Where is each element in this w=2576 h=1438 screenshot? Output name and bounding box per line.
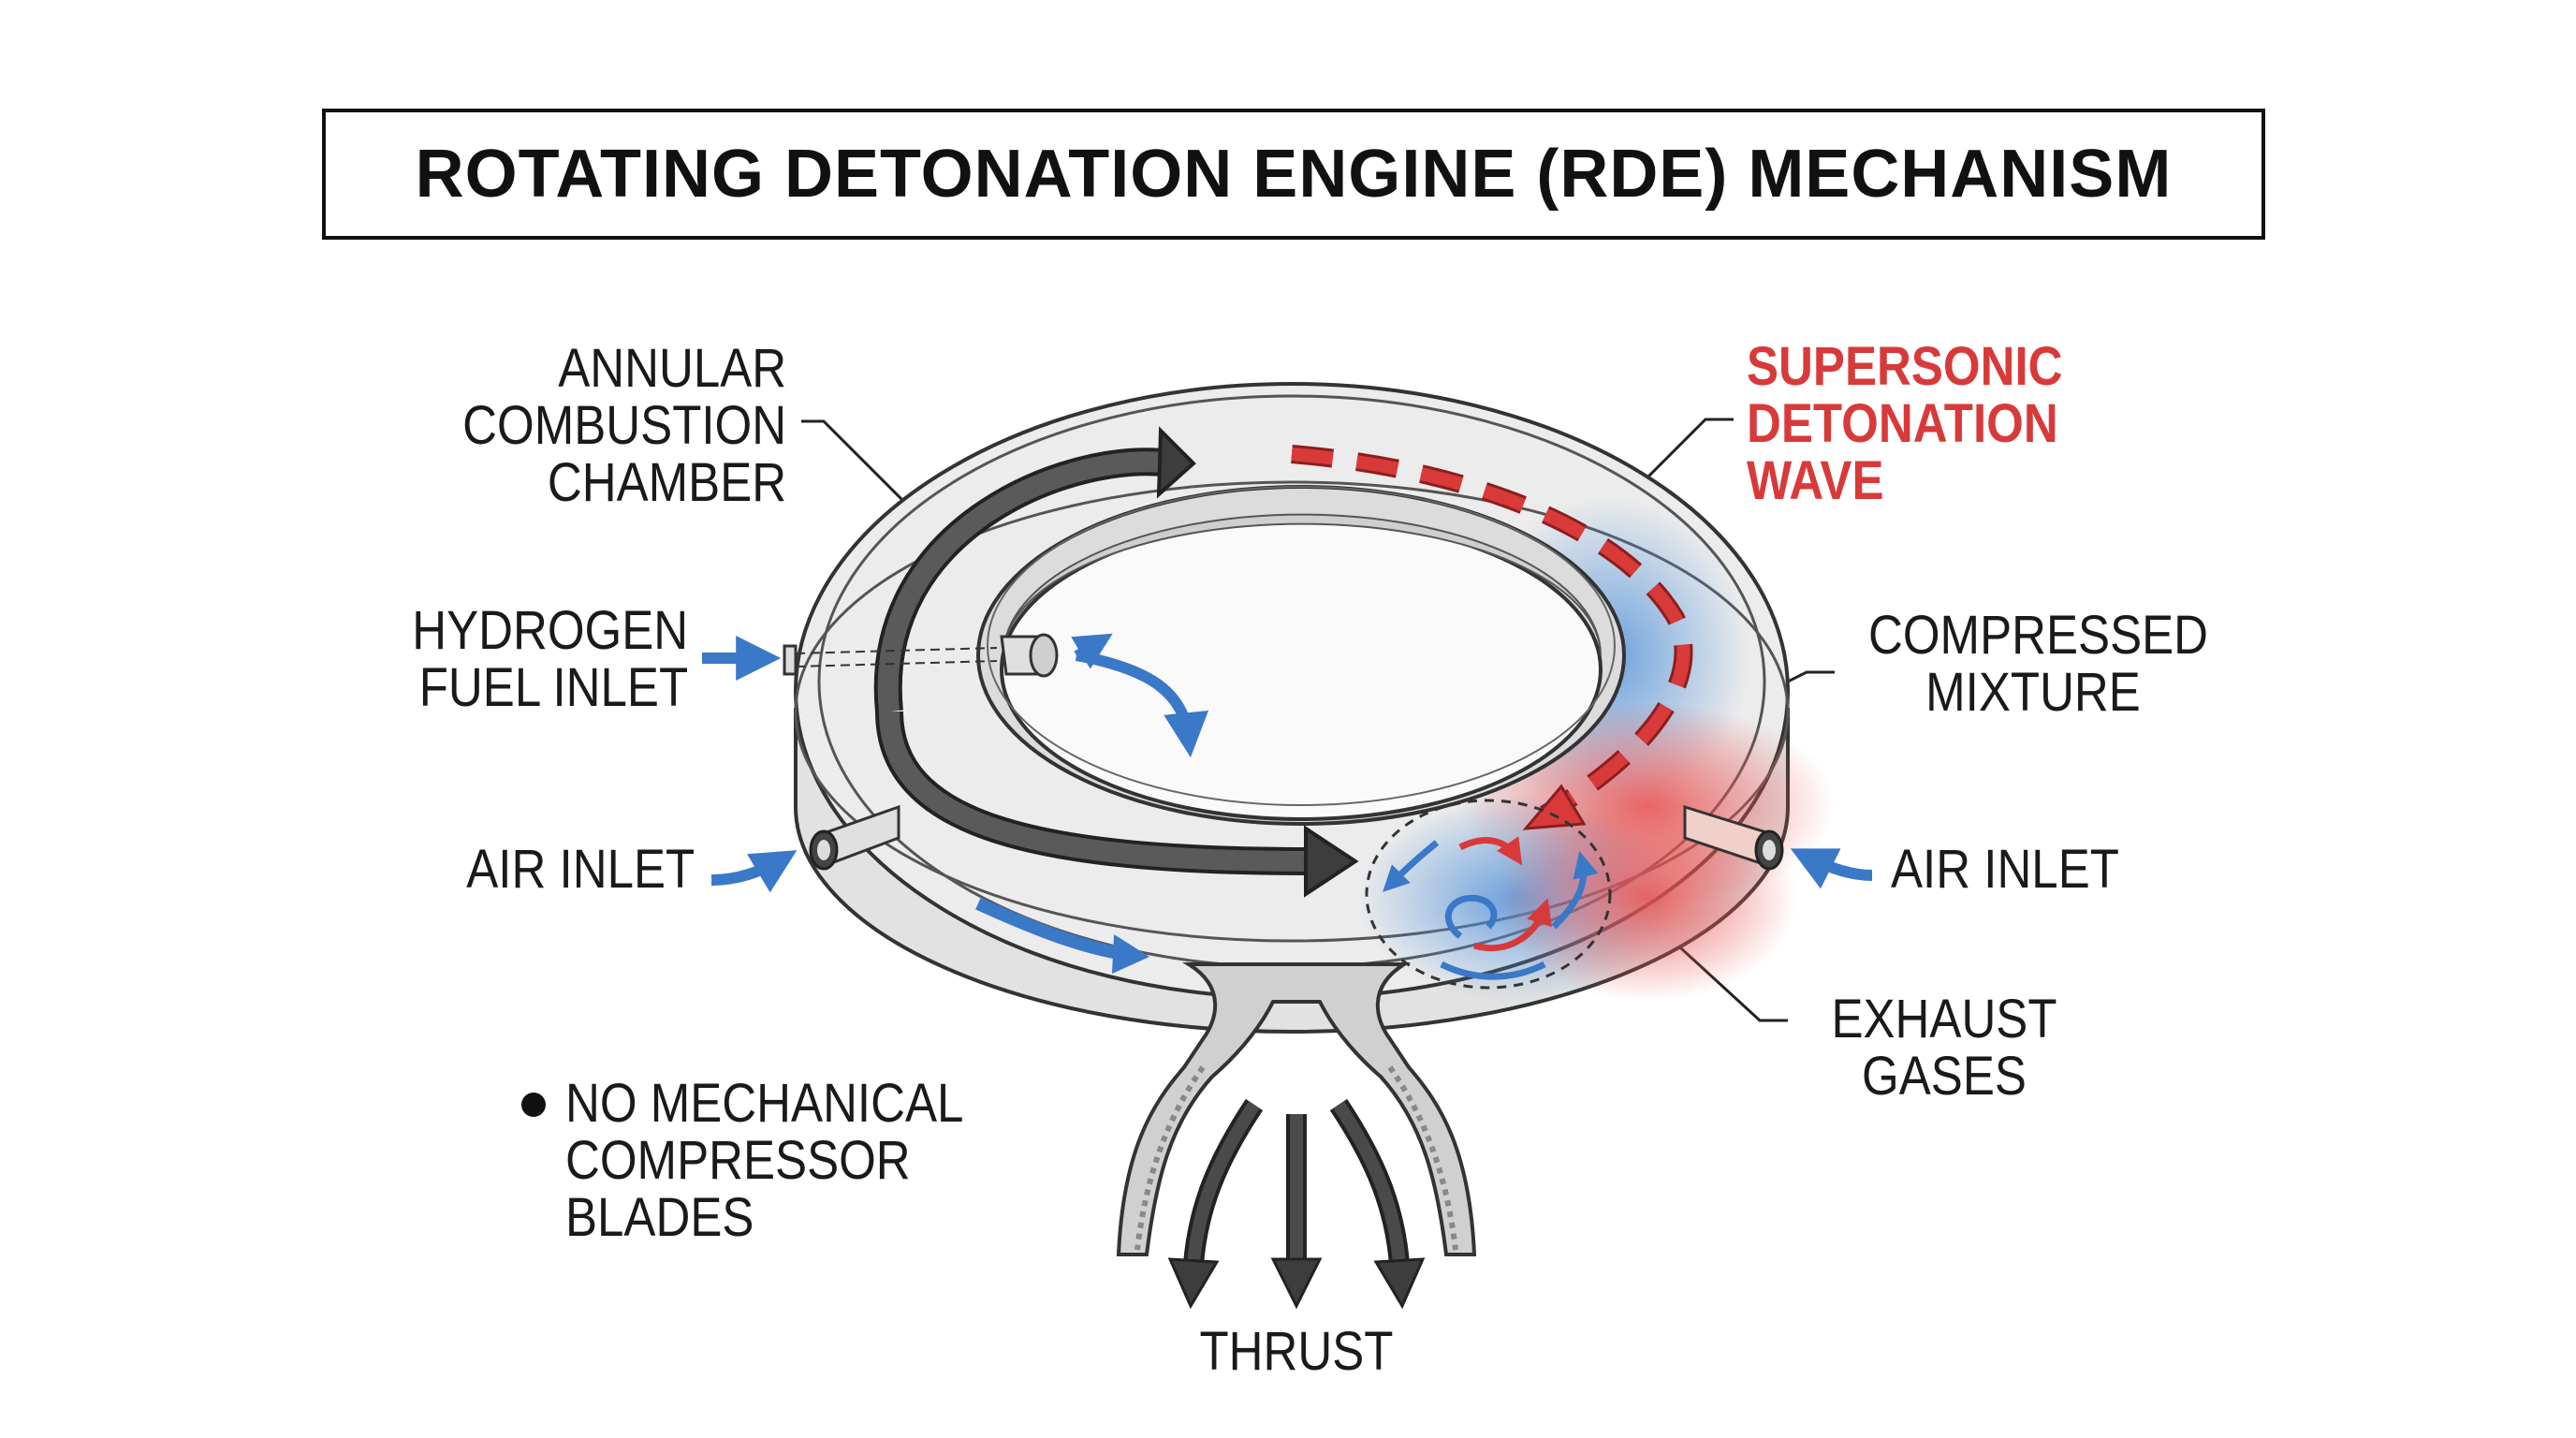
detonation-arrowhead bbox=[1522, 784, 1587, 830]
air-left-pointer-arrow bbox=[710, 850, 798, 893]
detonation-zone bbox=[1365, 799, 1612, 990]
inlet-pointer-arrows bbox=[702, 636, 1873, 893]
circulating-flow-arrows bbox=[873, 426, 1359, 974]
ring-inner-hole bbox=[1000, 518, 1603, 821]
air-inlet-pipe-right bbox=[1683, 804, 1784, 871]
label-thrust: THRUST bbox=[1199, 1321, 1394, 1382]
flow-arrowhead-top bbox=[1156, 426, 1196, 499]
detonation-wave-path bbox=[1291, 445, 1693, 830]
label-air-inlet-right: AIR INLET bbox=[1891, 839, 2119, 900]
ring-inner-wall bbox=[1003, 513, 1602, 656]
outer-wall-flow-arrow bbox=[975, 897, 1120, 960]
flow-arrowhead-bottom bbox=[1304, 825, 1359, 898]
label-air-inlet-left: AIR INLET bbox=[466, 839, 695, 900]
ring-top-bevel-lower bbox=[794, 480, 1790, 943]
note-bullet bbox=[521, 1093, 546, 1117]
air-inlet-pipe-left bbox=[809, 804, 900, 871]
thrust-arrows bbox=[1167, 1098, 1426, 1310]
leader-annular bbox=[801, 419, 929, 526]
label-exhaust-gases: EXHAUST GASES bbox=[1831, 989, 2057, 1107]
title-box: ROTATING DETONATION ENGINE (RDE) MECHANI… bbox=[322, 109, 2265, 240]
label-supersonic-wave: SUPERSONIC DETONATION WAVE bbox=[1747, 336, 2063, 511]
label-compressed-mixture: COMPRESSED MIXTURE bbox=[1868, 605, 2209, 723]
fuel-inlet-pipe bbox=[783, 633, 1059, 678]
exhaust-nozzle bbox=[1116, 962, 1477, 1256]
label-annular-chamber: ANNULAR COMBUSTION CHAMBER bbox=[462, 338, 786, 513]
label-hydrogen-inlet: HYDROGEN FUEL INLET bbox=[412, 600, 688, 718]
air-right-pointer-arrow bbox=[1790, 848, 1873, 889]
page-title: ROTATING DETONATION ENGINE (RDE) MECHANI… bbox=[415, 137, 2173, 212]
label-note-no-compressor: NO MECHANICAL COMPRESSOR BLADES bbox=[565, 1073, 964, 1248]
